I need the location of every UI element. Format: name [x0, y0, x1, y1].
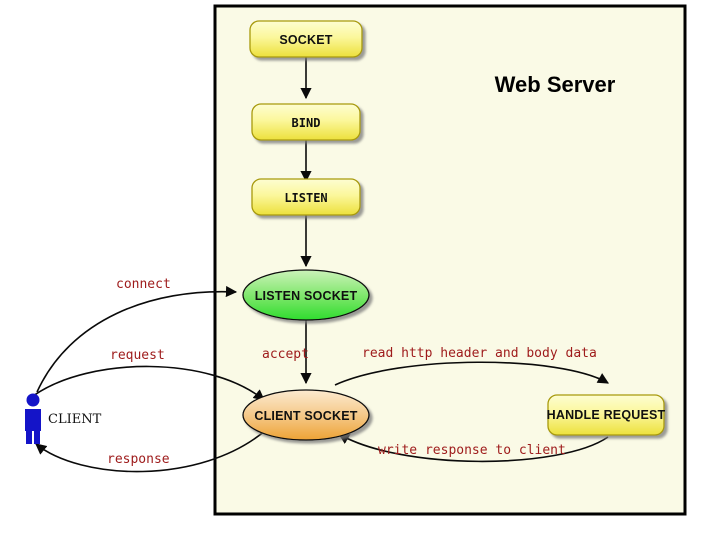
node-listen-socket-label: LISTEN SOCKET [255, 289, 358, 303]
node-listen[interactable] [251, 178, 361, 216]
actor-client-label: CLIENT [48, 412, 102, 427]
edge-label-connect: connect [116, 277, 171, 292]
node-client-socket-label: CLIENT SOCKET [254, 409, 357, 423]
node-client-socket[interactable] [242, 389, 370, 441]
node-handle-request[interactable] [547, 394, 665, 436]
actor-body-icon [25, 409, 41, 431]
node-handle-request-label: HANDLE REQUEST [547, 408, 666, 422]
edge-label-request: request [110, 348, 165, 363]
node-socket-shape[interactable] [249, 20, 363, 58]
node-listen-socket[interactable] [242, 269, 370, 321]
node-listen-socket-shape[interactable] [242, 269, 370, 321]
edge-label-read-http: read http header and body data [362, 346, 597, 361]
edge-write-response [338, 433, 609, 463]
flow-connectors [32, 57, 609, 473]
actor-head-icon [26, 393, 40, 407]
edge-response [35, 429, 267, 473]
node-bind[interactable] [251, 103, 361, 141]
actor-client[interactable] [25, 393, 41, 445]
edge-label-accept: accept [262, 347, 309, 362]
node-listen-label: LISTEN [284, 191, 327, 205]
actor-left-leg-icon [26, 429, 32, 444]
node-handle-request-shape[interactable] [547, 394, 665, 436]
edge-connect [36, 285, 238, 393]
node-socket[interactable] [249, 20, 363, 58]
node-client-socket-shape[interactable] [242, 389, 370, 441]
edge-label-write-response: write response to client [378, 443, 566, 458]
node-bind-label: BIND [292, 116, 321, 130]
edge-request [32, 365, 265, 401]
node-socket-label: SOCKET [279, 33, 332, 47]
actor-right-leg-icon [34, 429, 40, 444]
container-title: Web Server [495, 72, 616, 97]
edge-label-response: response [107, 452, 170, 467]
edge-read-http [334, 361, 609, 386]
node-bind-shape[interactable] [251, 103, 361, 141]
node-listen-shape[interactable] [251, 178, 361, 216]
